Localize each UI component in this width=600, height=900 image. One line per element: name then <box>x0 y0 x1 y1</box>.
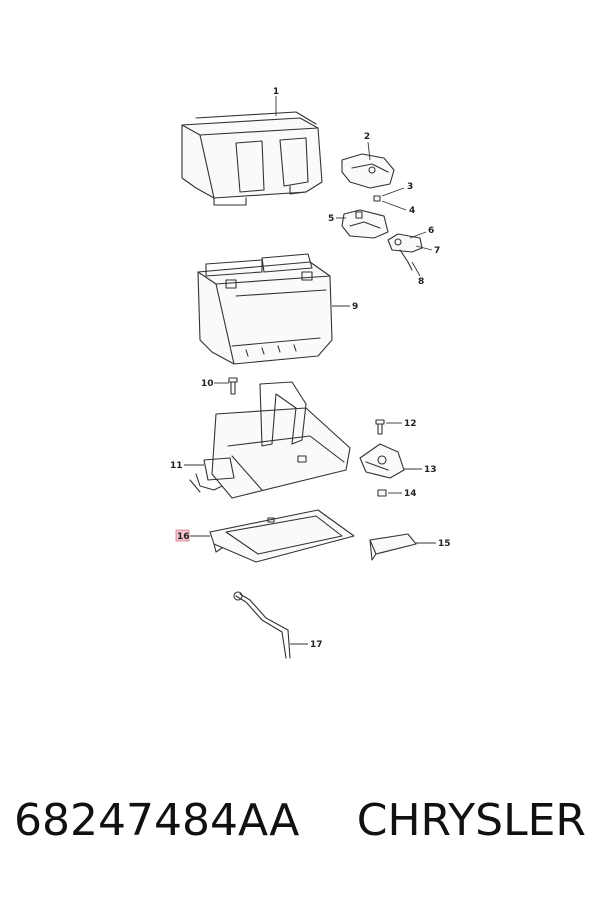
part-14-nut <box>377 489 387 497</box>
callout-16-highlight <box>175 529 190 542</box>
callout-2: 2 <box>364 132 370 142</box>
part-11-battery-tray <box>189 381 351 499</box>
callout-6: 6 <box>428 226 434 236</box>
callout-7: 7 <box>434 246 440 256</box>
callout-4: 4 <box>409 206 415 216</box>
callout-1: 1 <box>273 87 279 97</box>
callout-15: 15 <box>438 539 451 549</box>
part-6-7-8-cable-lug <box>387 233 423 271</box>
callout-5: 5 <box>328 214 334 224</box>
callout-9: 9 <box>352 302 358 312</box>
part-12-screw <box>375 419 385 435</box>
callout-8: 8 <box>418 277 424 287</box>
callout-17: 17 <box>310 640 323 650</box>
part-1-battery-cover <box>181 111 323 206</box>
callout-13: 13 <box>424 465 437 475</box>
part-9-battery <box>197 253 333 365</box>
footer: 68247484AA CHRYSLER <box>0 795 600 865</box>
callout-3: 3 <box>407 182 413 192</box>
part-5-terminal-clamp <box>341 209 389 239</box>
callout-11: 11 <box>170 461 183 471</box>
callout-10: 10 <box>201 379 214 389</box>
part-number: 68247484AA <box>14 795 300 846</box>
part-10-bolt <box>228 377 238 395</box>
part-15-cover-strip <box>369 533 417 561</box>
callout-16: 16 <box>177 532 190 542</box>
callout-14: 14 <box>404 489 417 499</box>
part-3-4-nut <box>373 195 381 202</box>
callout-12: 12 <box>404 419 417 429</box>
brand-name: CHRYSLER <box>356 795 586 846</box>
exploded-parts-diagram: 1 2 3 4 5 6 7 8 <box>170 87 451 659</box>
part-17-cable-rod <box>233 591 291 659</box>
part-2-terminal-cap <box>341 153 395 189</box>
part-13-bracket <box>359 443 405 479</box>
part-16-tray-plate <box>209 509 355 563</box>
